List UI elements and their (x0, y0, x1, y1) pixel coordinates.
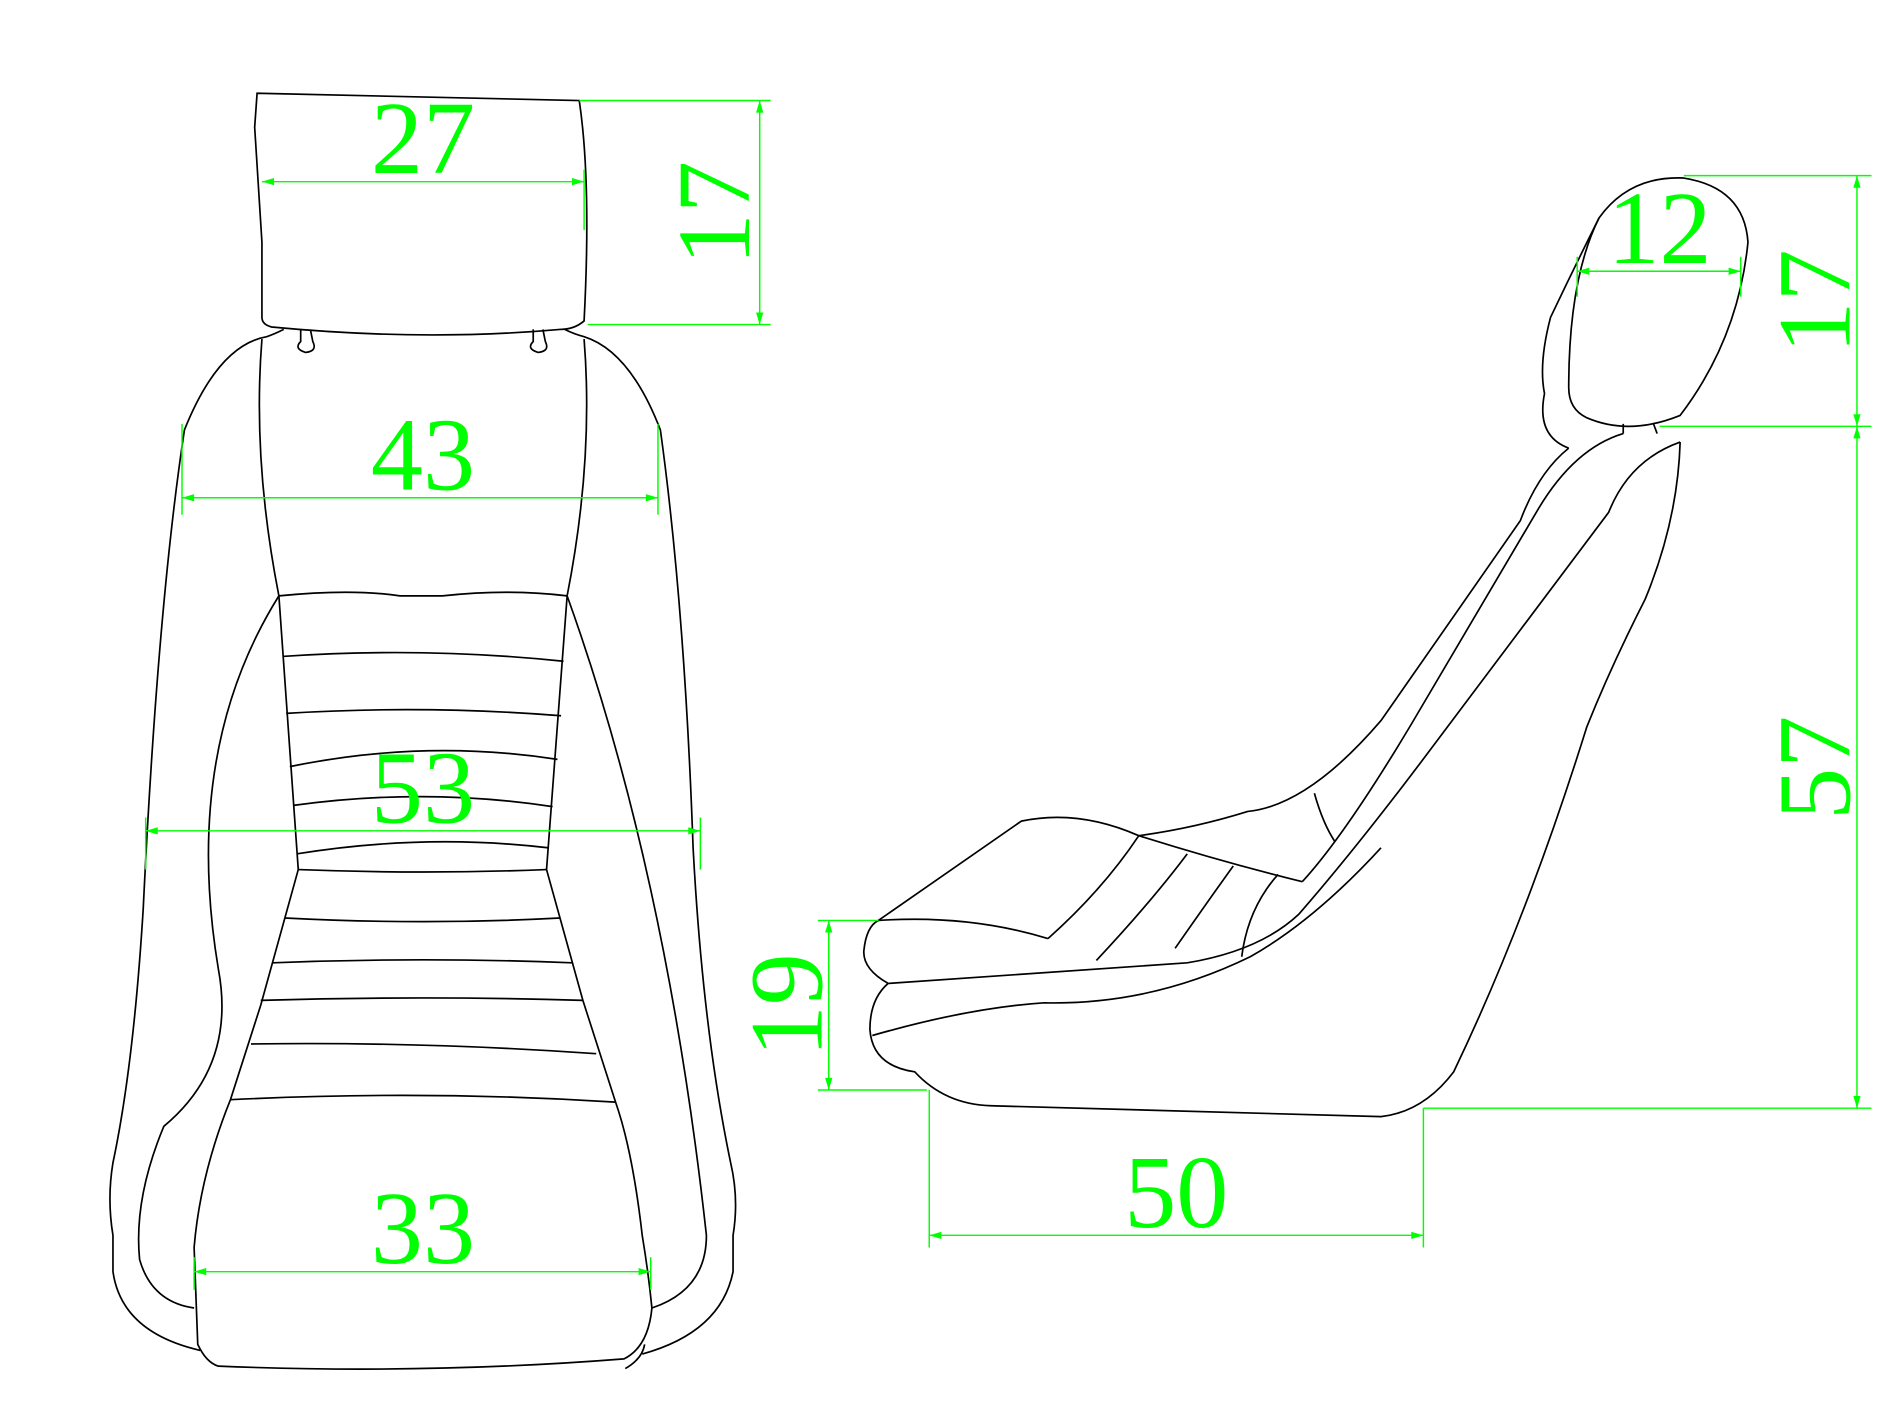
dimension-seat-front-height: 19 (728, 919, 927, 1091)
dimension-headrest-height: 17 (579, 99, 772, 326)
dimension-seat-width: 33 (193, 1170, 652, 1290)
label-27: 27 (371, 80, 475, 196)
dimension-overall-width: 53 (144, 729, 702, 870)
headrest-post-right (529, 329, 548, 354)
dimension-seat-depth: 50 (928, 1090, 1425, 1250)
dimension-backrest-height: 57 (1423, 426, 1873, 1109)
label-19: 19 (728, 953, 844, 1057)
label-12: 12 (1607, 170, 1711, 286)
dimension-side-headrest-height: 17 (1659, 174, 1873, 428)
label-43: 43 (371, 396, 475, 512)
label-17-side: 17 (1757, 249, 1873, 353)
dimension-shoulder-width: 43 (181, 396, 659, 515)
front-seat-cushion (193, 1099, 653, 1370)
headrest-post-left (297, 329, 316, 354)
side-view-outline (863, 177, 1749, 1118)
front-headrest (253, 92, 588, 336)
front-view-outline (109, 92, 737, 1370)
label-33: 33 (371, 1170, 475, 1286)
label-53: 53 (371, 729, 475, 845)
dimension-headrest-width: 27 (261, 80, 585, 231)
label-50: 50 (1124, 1134, 1228, 1250)
label-57: 57 (1757, 716, 1873, 820)
label-17-front: 17 (656, 161, 772, 265)
dimension-headrest-depth: 12 (1576, 170, 1742, 297)
side-headrest (1567, 177, 1749, 428)
